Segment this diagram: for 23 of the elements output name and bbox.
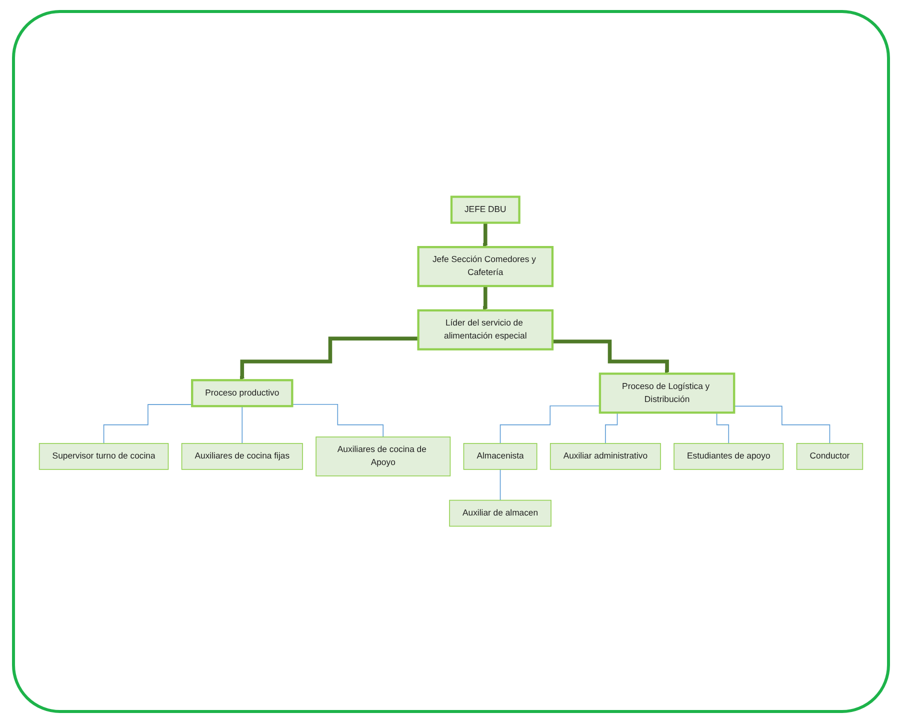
- node-box: [316, 436, 451, 476]
- arrow: [240, 336, 418, 380]
- connector: [734, 406, 830, 444]
- node-box: [450, 196, 520, 224]
- node-box: [38, 443, 169, 470]
- connector: [292, 404, 384, 438]
- arrow: [552, 340, 670, 374]
- arrow: [483, 284, 488, 311]
- node-box: [463, 443, 538, 470]
- node-box: [598, 372, 736, 414]
- frame-border: JEFE DBU Jefe Sección Comedores y Cafetería Líder del servicio de alimentación especial Proceso productivo Supervisor turno de cocina Auxiliares de cocina fijas Auxiliares de cocina de Apoyo Proceso de Logística y Distribución Almacenista Auxiliar de almacen Auxiliar administrativo Estudiantes de apoyo Conductor: [12, 10, 890, 713]
- node-box: [449, 500, 552, 527]
- node-box: [417, 246, 554, 288]
- connector: [242, 406, 243, 444]
- node-box: [191, 379, 294, 408]
- node-box: [181, 443, 303, 470]
- connector: [500, 469, 501, 501]
- node-box: [674, 443, 784, 470]
- connector: [103, 404, 193, 444]
- node-box: [417, 309, 554, 350]
- connector: [500, 405, 600, 444]
- node-box: [550, 443, 661, 470]
- node-box: [796, 443, 864, 470]
